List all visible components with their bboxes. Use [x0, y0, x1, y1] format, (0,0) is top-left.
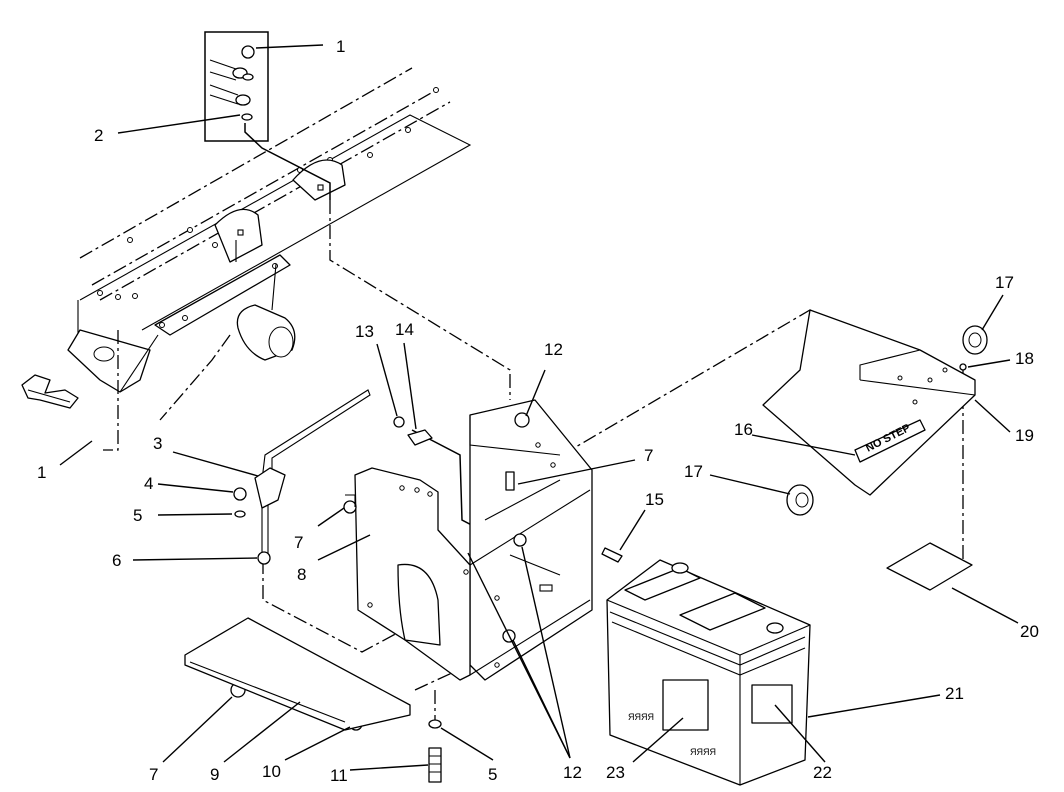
callout-16: 16 [734, 420, 753, 439]
frame-rail [77, 67, 472, 371]
callout-3: 3 [153, 434, 162, 453]
callout-17-bottom: 17 [684, 462, 703, 481]
callout-18: 18 [1015, 349, 1034, 368]
callout-7-right: 7 [644, 446, 653, 465]
leader-lines [59, 44, 1019, 771]
callout-19: 19 [1015, 426, 1034, 445]
base-plate [184, 617, 411, 731]
battery: ЯЯЯЯ ЯЯЯЯ [606, 559, 811, 786]
callout-4: 4 [144, 474, 153, 493]
callout-1-left: 1 [37, 463, 46, 482]
callout-12-top: 12 [544, 340, 563, 359]
battery-box [354, 399, 593, 681]
callout-7-box: 7 [294, 533, 303, 552]
screw-7a [343, 500, 357, 514]
nut-12 [505, 471, 515, 491]
callout-8: 8 [297, 565, 306, 584]
hitch-bracket [67, 254, 296, 393]
battery-mark-left: ЯЯЯЯ [628, 712, 654, 722]
knob-17-top [962, 325, 988, 355]
callout-2: 2 [94, 126, 103, 145]
screw-15 [601, 547, 623, 563]
hitch-clip [21, 374, 79, 409]
callout-5-left: 5 [133, 506, 142, 525]
callout-21: 21 [945, 684, 964, 703]
clip-14 [407, 429, 433, 446]
callout-23: 23 [606, 763, 625, 782]
knob-17-bottom [786, 484, 814, 516]
callout-10: 10 [262, 762, 281, 781]
screw-12b [513, 533, 527, 547]
hold-down-rod [233, 389, 371, 565]
pin-18 [959, 363, 967, 371]
callout-labels: 1 2 1 3 4 5 6 7 8 13 14 12 7 15 16 17 17… [37, 37, 1039, 785]
callout-17-top: 17 [995, 273, 1014, 292]
nut-13 [393, 416, 405, 428]
callout-11: 11 [330, 766, 348, 785]
callout-1-top: 1 [336, 37, 345, 56]
callout-15: 15 [645, 490, 664, 509]
cover: NO STEP [762, 309, 976, 496]
callout-14: 14 [395, 320, 414, 339]
bolt-11 [428, 747, 442, 783]
callout-6: 6 [112, 551, 121, 570]
callout-12-bottom: 12 [563, 763, 582, 782]
cable-detail-box [204, 31, 331, 200]
screw-12a [514, 412, 530, 428]
callout-9: 9 [210, 765, 219, 784]
washer-5b [428, 719, 442, 729]
plate-20 [886, 542, 973, 591]
callout-5-bottom: 5 [488, 765, 497, 784]
callout-7-bottom: 7 [149, 765, 158, 784]
callout-13: 13 [355, 322, 374, 341]
callout-22: 22 [813, 763, 832, 782]
decal [854, 419, 926, 463]
callout-20: 20 [1020, 622, 1039, 641]
battery-mark-right: ЯЯЯЯ [690, 747, 716, 757]
